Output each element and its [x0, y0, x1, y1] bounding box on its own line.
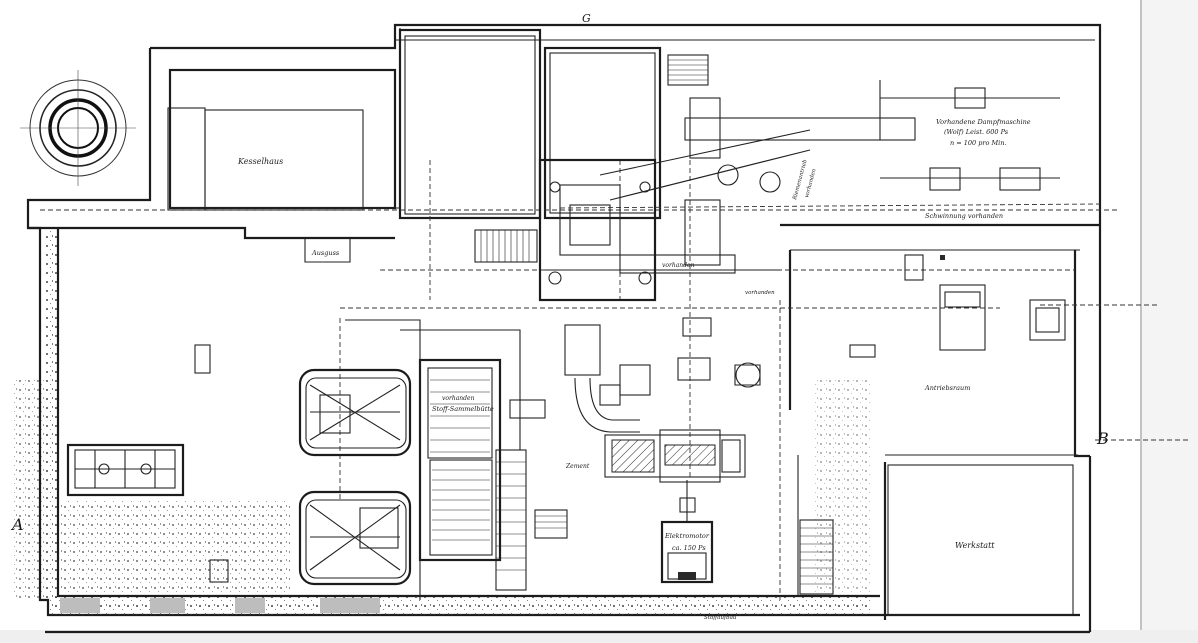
section-mark-top: G: [582, 12, 591, 25]
label-zement: Zement: [565, 463, 590, 470]
label-ausguss: Ausguss: [311, 249, 340, 257]
label-stoff-sammelbuette: Stoff-Sammelbütte: [432, 405, 494, 413]
label-schwinnung: Schwinnung vorhanden: [925, 212, 1003, 220]
beater-lower: [298, 490, 412, 586]
left-room-equipment: [66, 344, 229, 583]
label-kesselhaus: Kesselhaus: [237, 157, 283, 166]
label-elektromotor-2: ca. 150 Ps: [672, 544, 706, 552]
label-vorhanden-1: vorhanden: [662, 262, 695, 269]
label-antriebsraum: Antriebsraum: [924, 384, 970, 392]
stairs-upper: [474, 54, 709, 263]
label-dampfmaschine-1: Vorhandene Dampfmaschine: [936, 118, 1031, 126]
electric-motor: [660, 480, 714, 584]
steam-engine: [599, 80, 1060, 201]
section-mark-a: A: [10, 515, 24, 534]
label-bottom-note: Stoffaufbau: [704, 615, 737, 621]
label-dampfmaschine-2: (Wolf) Leist. 600 Ps: [944, 128, 1009, 136]
label-dampfmaschine-3: n = 100 pro Min.: [950, 139, 1006, 147]
label-vorhanden-2: vorhanden: [442, 395, 475, 402]
boiler-house: [167, 28, 662, 220]
chimney: [20, 70, 136, 186]
interior-partitions: [145, 223, 1100, 620]
transmission-block: [538, 158, 780, 388]
section-mark-b: B: [1096, 429, 1109, 448]
label-vorhanden-3: vorhanden: [745, 290, 775, 296]
scan-noise: [14, 230, 870, 615]
label-werkstatt: Werkstatt: [955, 541, 995, 550]
beater-upper: [298, 368, 412, 457]
label-elektromotor-1: Elektromotor: [664, 532, 710, 540]
pulper-machine: [604, 429, 746, 483]
label-diag-2: vorhanden: [804, 168, 818, 199]
right-room-equipment: [849, 254, 1066, 358]
conveyor: [564, 324, 651, 433]
stock-vat: [345, 319, 568, 600]
